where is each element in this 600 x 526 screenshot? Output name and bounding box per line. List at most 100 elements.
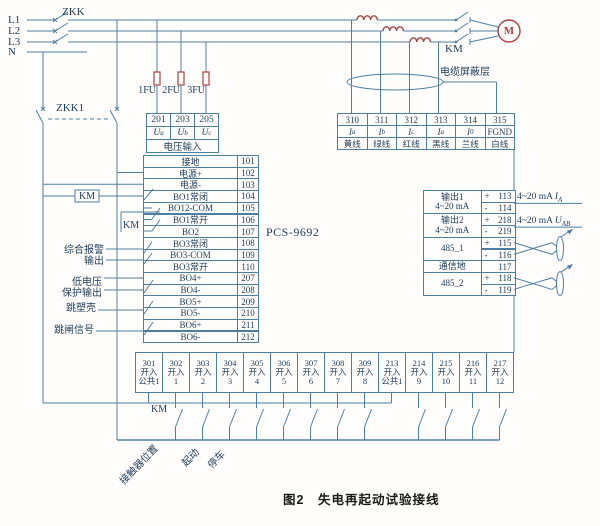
- terminal-symbol-base: I: [378, 126, 382, 137]
- ct-coil-3: [409, 37, 432, 43]
- bottom-terminal-num: 215: [439, 358, 453, 369]
- zkk-x-mark-b-2: [52, 28, 58, 34]
- motor-circle: [497, 19, 521, 43]
- rs485-2-shield-arrowhead: [566, 264, 573, 270]
- terminal-symbol-base: I: [467, 126, 470, 137]
- right-panel-group-name: 输出1: [440, 191, 464, 202]
- analog-annotation-1: 4~20 mA IA: [517, 192, 563, 204]
- terminal-symbol-sub: A: [558, 195, 563, 204]
- terminal-symbol-base: FGND: [487, 126, 512, 137]
- cable-shield-label: 电缆屏蔽层: [440, 67, 490, 78]
- fuse-label-3FU: 3FU: [187, 85, 205, 96]
- right-terminal-num: 116: [498, 249, 512, 260]
- terminal-symbol-base: I: [554, 192, 559, 202]
- bottom-terminal-label: 2: [200, 375, 206, 386]
- bottom-terminal-num: 217: [493, 358, 507, 369]
- terminal-symbol-base: I: [349, 126, 352, 137]
- bottom-terminal-label: 8: [362, 375, 368, 386]
- bottom-terminal-mid: 开入: [275, 367, 293, 378]
- zkk1-blade-right: [109, 109, 118, 124]
- bottom-terminal-label: 5: [281, 375, 287, 386]
- bo3-blade-2: [143, 252, 153, 265]
- phase-label-L1: L1: [8, 14, 21, 26]
- annotation-range-text: 4~20 mA: [517, 216, 553, 226]
- right-terminal-sign: +: [484, 273, 490, 284]
- terminal-symbol-base: I: [408, 126, 412, 137]
- ct-coil-2: [382, 26, 405, 32]
- bottom-terminal-num: 304: [223, 358, 237, 369]
- current-terminal-wirecolor-311: 绿线: [366, 137, 397, 150]
- right-terminal-sign: -: [484, 284, 488, 295]
- rs485-2-join-a: [551, 277, 557, 282]
- output-label-3-line-0: 跳闸信号: [54, 325, 94, 336]
- bottom-terminal-mid: 开入: [140, 367, 158, 378]
- input-switch-blade-11: [472, 408, 480, 428]
- fuse-body-3FU: [202, 71, 210, 86]
- bottom-terminal-num: 307: [304, 358, 318, 369]
- voltage-terminal-num-203: 203: [170, 113, 195, 127]
- input-switch-blade-7: [337, 408, 345, 428]
- km-main-contact-blade-1: [455, 11, 469, 21]
- bottom-terminal-label: 7: [335, 375, 341, 386]
- right-terminal-num: 114: [498, 203, 512, 214]
- zkk1-label: ZKK1: [56, 102, 85, 114]
- fuse-body-1FU: [153, 71, 161, 86]
- rs485-1-shield-arrowhead: [566, 229, 573, 235]
- right-terminal-sign: +: [484, 214, 490, 225]
- bottom-terminal-label: 9: [416, 375, 422, 386]
- fuse-body-2FU: [177, 71, 185, 86]
- analog-annotation-2: 4~20 mA UAB: [517, 216, 571, 228]
- bottom-terminal-num: 302: [169, 358, 183, 369]
- right-terminal-num: 117: [498, 261, 512, 272]
- right-terminal-119: -119: [480, 283, 516, 297]
- bo6-contact-blade: [143, 321, 154, 336]
- rs485-2-cross-b: [513, 277, 553, 290]
- input-switch-blade-5: [283, 408, 291, 428]
- bottom-terminal-mid: 开入: [437, 367, 455, 378]
- terminal-symbol-base: U: [554, 216, 562, 226]
- motor-lead-3: [469, 35, 499, 43]
- right-terminal-sign: +: [484, 238, 490, 249]
- bottom-terminal-num: 308: [331, 358, 345, 369]
- bottom-terminal-num: 213: [385, 358, 399, 369]
- rs485-1-join-a: [551, 242, 557, 247]
- right-terminal-sign: -: [484, 203, 488, 214]
- bottom-terminal-num: 303: [196, 358, 210, 369]
- voltage-input-title: 电压输入: [146, 139, 219, 153]
- right-terminal-num: 219: [498, 226, 512, 237]
- current-terminal-wirecolor-313: 黑线: [425, 137, 456, 150]
- output-label-0-line-0: 综合报警: [64, 245, 104, 256]
- km-bottom-label: KM: [151, 404, 168, 415]
- input-switch-blade-2: [202, 408, 210, 428]
- output-label-2-line-0: 跳塑壳: [66, 303, 96, 314]
- bottom-terminal-mid: 开入: [464, 367, 482, 378]
- right-panel-group-name: 输出2: [440, 215, 464, 226]
- rs485-1-shield-ellipse: [556, 236, 564, 261]
- zkk1-x-a2: [40, 106, 46, 112]
- bottom-terminal-num: 305: [250, 358, 264, 369]
- current-terminal-wirecolor-312: 红线: [396, 137, 427, 150]
- right-terminal-num: 218: [498, 214, 512, 225]
- zkk-x-mark-b-1: [52, 17, 58, 23]
- right-panel-group-name: 通信地: [438, 260, 466, 271]
- zkk-label: ZKK: [62, 6, 85, 18]
- bottom-terminal-mid: 开入: [329, 367, 347, 378]
- terminal-symbol-sub: AB: [561, 219, 571, 228]
- right-terminal-num: 118: [498, 273, 512, 284]
- km-main-contact-blade-3: [455, 33, 469, 43]
- right-terminal-num: 115: [498, 238, 512, 249]
- bottom-terminal-label: 10: [441, 375, 451, 386]
- input-switch-blade-4: [256, 408, 264, 428]
- right-terminal-sign: +: [484, 191, 490, 202]
- right-panel-group-label-2: 485_1: [423, 236, 482, 262]
